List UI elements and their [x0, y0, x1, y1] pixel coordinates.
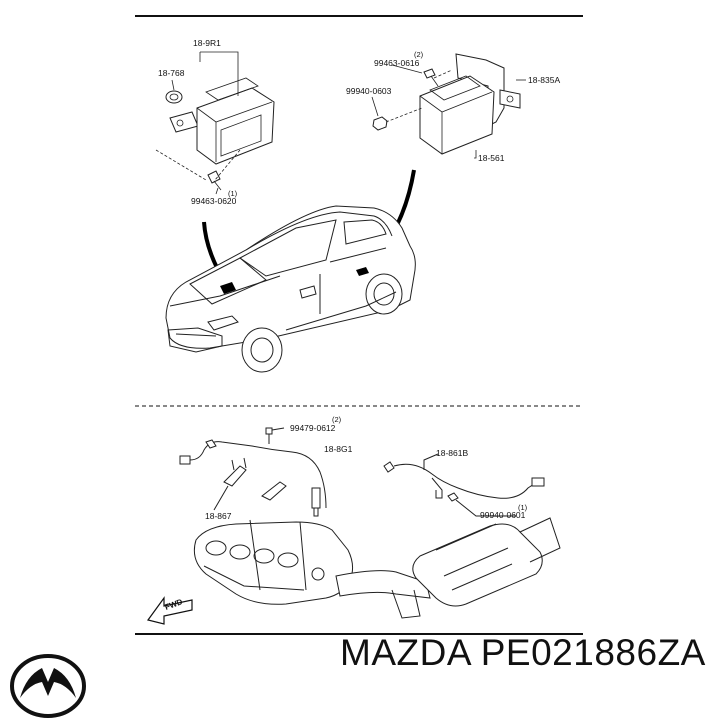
label-18-835a: 18-835A: [528, 75, 560, 85]
module-location-left: [220, 282, 236, 294]
module-location-right: [356, 267, 369, 276]
label-99479-0612: 99479-0612: [290, 423, 336, 433]
exhaust-assembly: [179, 427, 561, 619]
label-99940-0601: 99940-0601: [480, 510, 526, 520]
forward-arrow-icon: FWD: [146, 596, 193, 625]
label-99463-0616: 99463-0616: [374, 58, 420, 68]
brand-name: MAZDA: [340, 632, 470, 673]
label-18-768: 18-768: [158, 68, 185, 78]
brand-part-number: MAZDA PE021886ZA: [340, 632, 706, 674]
qty-label-2a: (2): [414, 50, 424, 59]
qty-label-1a: (1): [228, 189, 238, 198]
qty-label-2b: (2): [332, 415, 342, 424]
part-number: PE021886ZA: [480, 632, 706, 673]
qty-label-1b: (1): [518, 503, 528, 512]
label-99463-0620: 99463-0620: [191, 196, 237, 206]
mazda-logo: [10, 654, 86, 718]
vehicle-outline: [165, 205, 416, 373]
label-18-9r1: 18-9R1: [193, 38, 221, 48]
label-18-8g1: 18-8G1: [324, 444, 353, 454]
label-18-861b: 18-861B: [436, 448, 468, 458]
label-99940-0603: 99940-0603: [346, 86, 392, 96]
label-18-561: 18-561: [478, 153, 505, 163]
control-module-assembly: [155, 51, 275, 195]
label-18-867: 18-867: [205, 511, 232, 521]
sensor-module-assembly: [371, 53, 526, 159]
